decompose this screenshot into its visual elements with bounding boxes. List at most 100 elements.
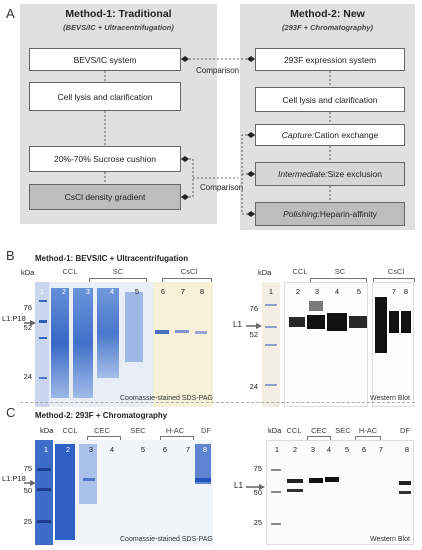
c-marker-75-right: 75 [253,464,262,473]
c-lane-2-right: 2 [292,445,298,454]
method2-subtitle: (293F + Chromatography) [281,23,374,32]
c-l1-right-label: L1 [234,481,243,490]
c-bracket-cec [87,436,121,440]
c-group-sec-left: SEC [130,426,146,435]
c-group-cec-left: CEC [94,426,110,435]
panel-b-title: Method-1: BEVS/IC + Ultracentrifugation [35,254,189,263]
b-bracket-cscl-right [373,278,415,282]
c-group-hac-left: H-AC [165,426,185,435]
c-group-ccl-right: CCL [286,426,302,435]
c-lane-2-left: 2 [65,445,71,454]
b-bracket-sc [89,278,147,282]
c-marker-25-left: 25 [23,517,32,526]
b-group-cscl-left: CsCl [180,267,198,276]
step-cscl: CsCl density gradient [29,184,181,210]
c-bracket-cec-right [307,436,331,440]
c-coomassie-bands [35,440,211,545]
b-l1p18-label: L1:P18 [2,314,26,323]
b-lane-7-right: 7 [391,287,397,296]
step-bevs-ic: BEVS/IC system [29,48,181,71]
capture-label: Capture: [281,130,315,140]
c-caption-left: Coomassie-stained SDS-PAG [120,536,213,543]
b-lane-5-left: 5 [134,287,140,296]
b-lane-1-left: 1 [39,287,45,296]
b-marker-bands [265,304,277,386]
c-l1p18-label: L1:P18 [2,474,26,483]
c-lane-4-right: 4 [326,445,332,454]
flow-connectors [104,56,331,217]
comparison-label-bottom: Comparison [200,183,244,192]
intermediate-label: Intermediate: [278,169,328,179]
b-lane-5-right: 5 [356,287,362,296]
c-lane-3-right: 3 [310,445,316,454]
b-lane-3-left: 3 [85,287,91,296]
step-293f: 293F expression system [255,48,405,71]
b-western-blot-cscl [372,282,414,407]
c-group-hac-right: H-AC [358,426,378,435]
b-lane-8-right: 8 [403,287,409,296]
section-divider [20,402,415,403]
c-lane-5-right: 5 [344,445,350,454]
c-coomassie-gel [35,440,213,545]
c-group-sec-right: SEC [335,426,351,435]
b-kda-right: kDa [258,268,272,277]
b-marker-24-left: 24 [23,372,32,381]
b-marker-24-right: 24 [249,382,258,391]
b-western-marker-strip [262,282,280,407]
c-kda-right: kDa [268,426,282,435]
method1-subtitle: (BEVS/IC + Ultracentrifugation) [63,23,174,32]
b-lane-6-left: 6 [160,287,166,296]
polishing-label: Polishing: [283,209,320,219]
panel-c-title: Method-2: 293F + Chromatography [35,411,168,420]
c-lane-8-left: 8 [202,445,208,454]
c-group-cec-right: CEC [311,426,327,435]
step-lysis-1: Cell lysis and clarification [29,82,181,111]
method2-title: Method-2: New [290,8,365,20]
intermediate-text: Size exclusion [327,169,382,179]
b-caption-left: Coomassie-stained SDS-PAG [120,395,213,402]
b-lane-7-left: 7 [180,287,186,296]
b-caption-right: Western Blot [370,395,410,402]
b-coomassie-bands [35,282,213,407]
b-lane-3-right: 3 [314,287,320,296]
c-lane-8-right: 8 [404,445,410,454]
panel-a-letter: A [6,6,15,21]
c-marker-25-right: 25 [253,518,262,527]
b-lane-2-right: 2 [295,287,301,296]
b-l1-right-label: L1 [233,320,242,329]
c-group-ccl-left: CCL [62,426,78,435]
c-marker-75-left: 75 [23,464,32,473]
c-lane-1-left: 1 [43,445,49,454]
step-polishing: Polishing: Heparin-affinity [255,202,405,226]
c-lane-5-left: 5 [140,445,146,454]
b-bracket-cscl [162,278,212,282]
step-sucrose: 20%-70% Sucrose cushion [29,146,181,172]
c-western-bands [271,469,411,525]
c-lane-3-left: 3 [88,445,94,454]
b-lane-4-right: 4 [334,287,340,296]
b-group-cscl-right: CsCl [387,267,405,276]
polishing-text: Heparin-affinity [319,209,377,219]
step-lysis-2: Cell lysis and clarification [255,87,405,112]
panel-b-letter: B [6,248,15,263]
c-lane-7-right: 7 [378,445,384,454]
c-group-df-left: DF [201,426,211,435]
c-kda-left: kDa [40,426,54,435]
b-bracket-sc-right [310,278,367,282]
b-marker-76-left: 76 [23,303,32,312]
b-marker-52-left: 52 [23,323,32,332]
b-western-bands-cscl [375,297,411,353]
b-lane-1-right: 1 [268,287,274,296]
c-lane-7-left: 7 [185,445,191,454]
c-group-df-right: DF [400,426,410,435]
c-bracket-hac-right [355,436,381,440]
b-group-sc-left: SC [112,267,124,276]
c-lane-1-right: 1 [274,445,280,454]
comparison-label-top: Comparison [196,66,240,75]
b-kda-left: kDa [21,268,35,277]
step-intermediate: Intermediate: Size exclusion [255,162,405,186]
c-marker-50-right: 50 [253,488,262,497]
c-western-blot [266,440,414,545]
